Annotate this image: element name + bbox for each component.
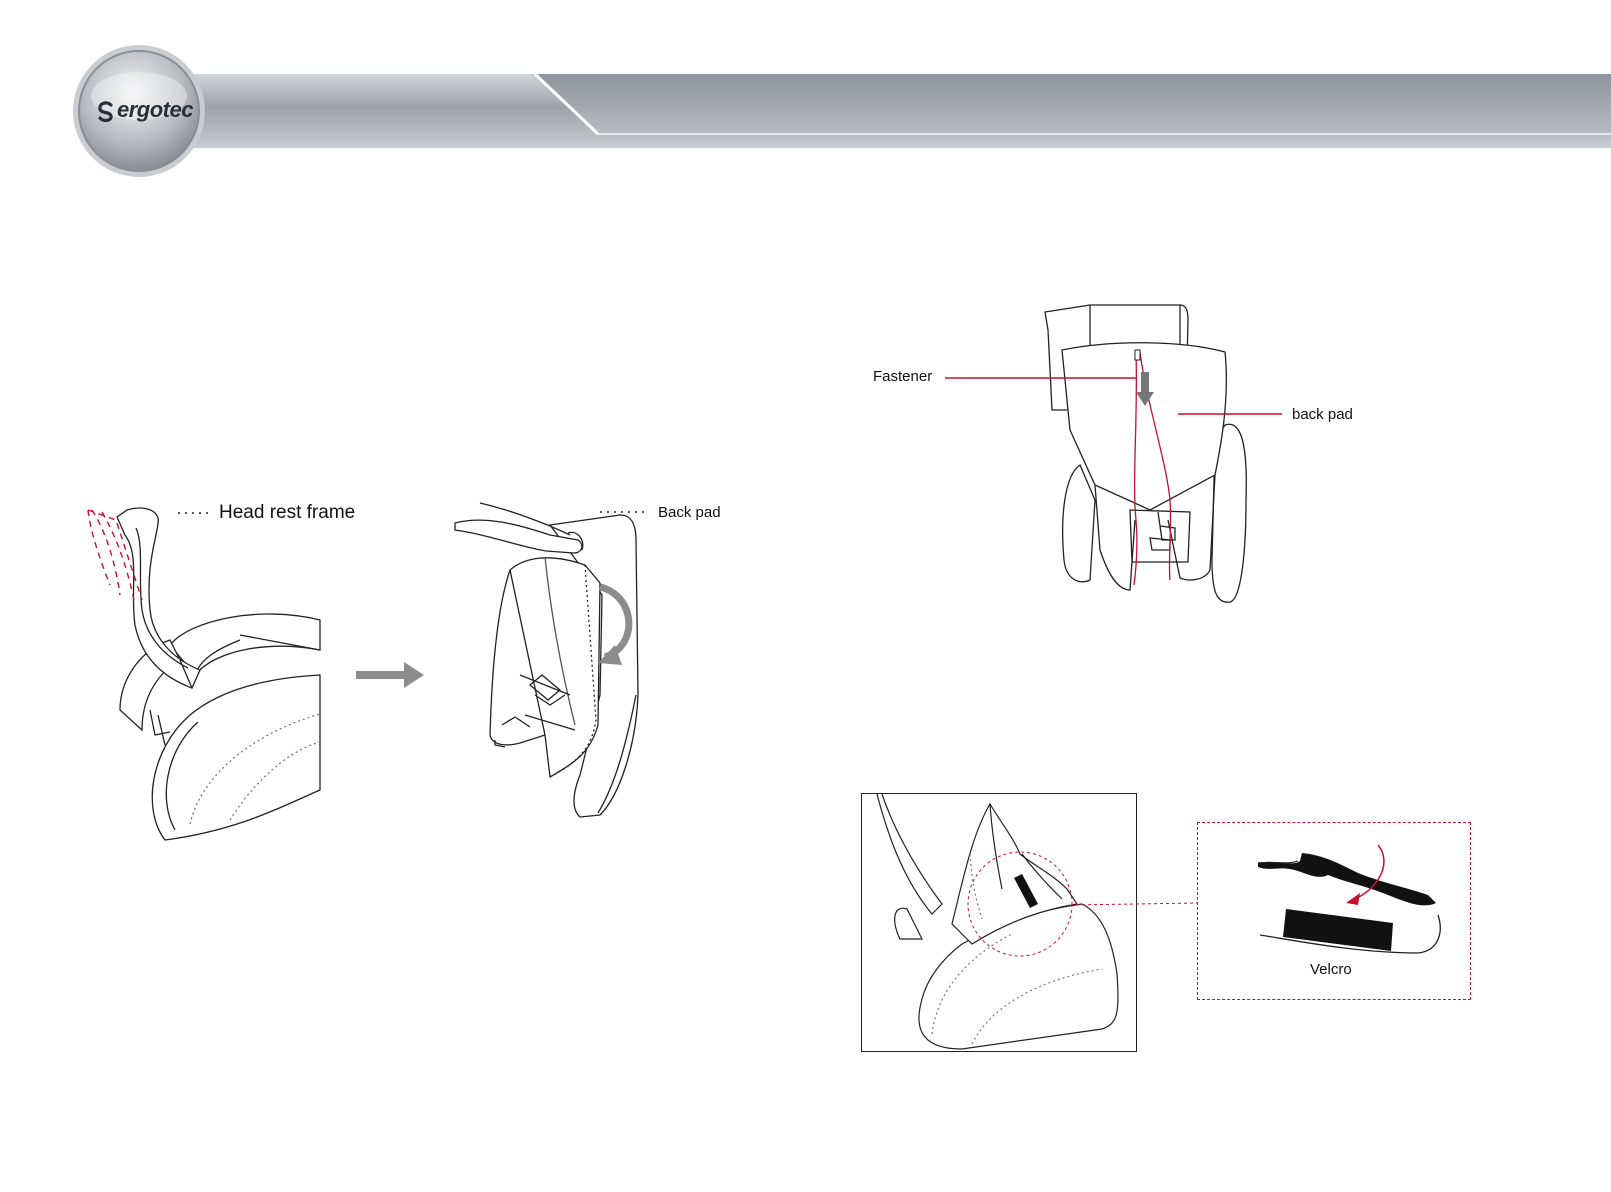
headrest-frame-label: Head rest frame xyxy=(219,502,355,524)
fastener-chair-back-illustration xyxy=(1040,300,1260,610)
logo-swirl-icon xyxy=(95,100,117,122)
figure-headrest-frame xyxy=(80,500,380,850)
headrest-label-leader xyxy=(178,510,218,516)
brand-logo: ergotec xyxy=(93,96,189,126)
backpad-label-leader xyxy=(600,509,650,515)
velcro-label: Velcro xyxy=(1310,961,1352,978)
right-arrow-icon xyxy=(356,660,426,690)
figure-backpad-fold xyxy=(450,495,650,825)
headrest-chair-illustration xyxy=(80,500,380,850)
back-pad-label: back pad xyxy=(1292,406,1353,423)
figure-fastener xyxy=(1040,300,1260,610)
backpad-fold-label: Back pad xyxy=(658,504,721,521)
velcro-overview-illustration xyxy=(862,794,1138,1053)
figure-velcro-overview xyxy=(861,793,1137,1052)
header-band xyxy=(0,0,1611,180)
brand-name: ergotec xyxy=(117,97,193,123)
velcro-connector-line xyxy=(1070,902,1200,908)
fastener-leader-line xyxy=(945,376,1145,380)
fastener-label: Fastener xyxy=(873,368,932,385)
header-banner: ergotec xyxy=(0,0,1611,180)
back-pad-leader-line xyxy=(1178,412,1288,416)
backpad-fold-illustration xyxy=(450,495,650,825)
